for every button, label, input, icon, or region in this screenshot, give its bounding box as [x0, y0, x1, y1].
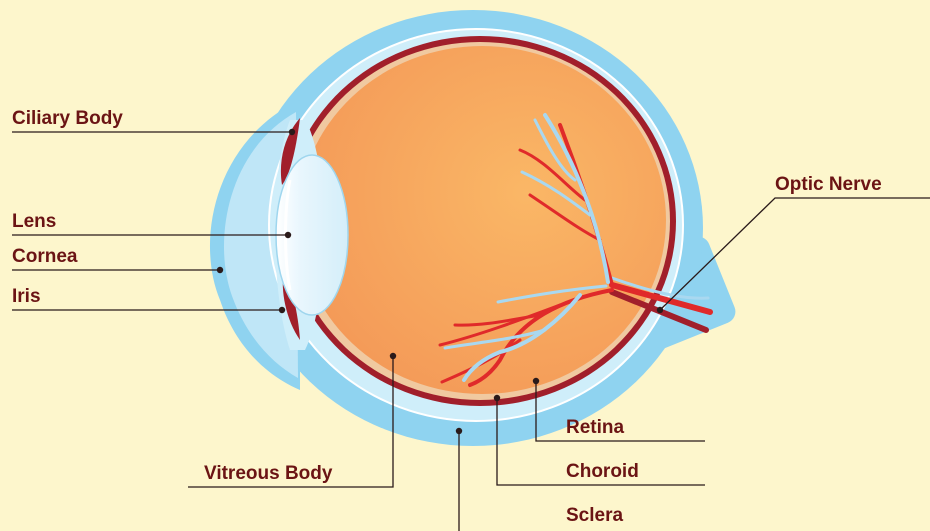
- label-cornea: Cornea: [12, 246, 77, 268]
- label-choroid: Choroid: [566, 461, 639, 483]
- label-optic-nerve: Optic Nerve: [775, 174, 882, 196]
- label-iris: Iris: [12, 286, 41, 308]
- label-sclera: Sclera: [566, 505, 623, 527]
- label-retina: Retina: [566, 417, 624, 439]
- label-vitreous-body: Vitreous Body: [204, 463, 332, 485]
- label-ciliary-body: Ciliary Body: [12, 108, 123, 130]
- label-lens: Lens: [12, 211, 56, 233]
